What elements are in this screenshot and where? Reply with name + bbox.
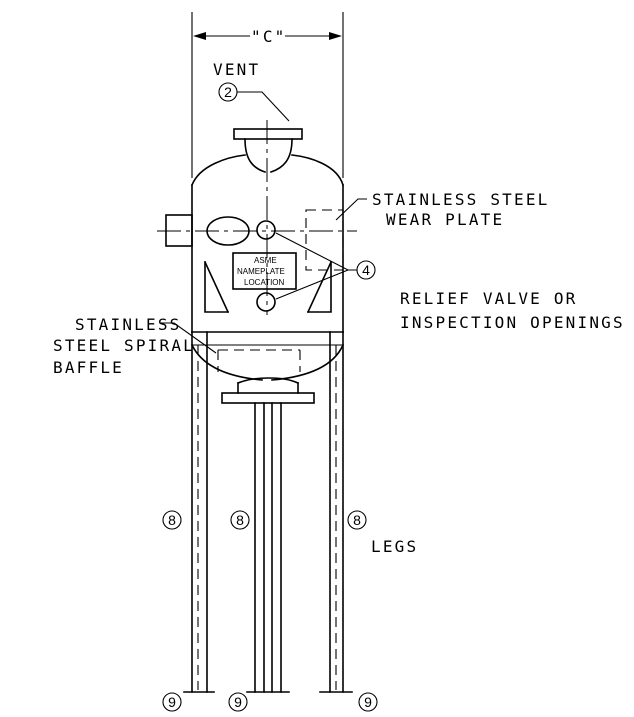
callout-legs-left-number: 8	[168, 512, 176, 528]
lower-opening	[256, 292, 276, 312]
wear-plate-label-1: STAINLESS STEEL	[372, 190, 550, 209]
vent-leader	[237, 91, 290, 122]
callout-legs-left-circle	[162, 510, 182, 530]
center-leg	[246, 402, 290, 693]
nameplate-line-3: LOCATION	[244, 278, 285, 287]
wear-plate-label-2: WEAR PLATE	[386, 210, 504, 229]
vent-nozzle	[233, 128, 303, 174]
callout-feet-left-circle	[162, 692, 182, 712]
callout-feet-right-circle	[358, 692, 378, 712]
right-leg	[319, 331, 353, 693]
wear-plate-leader	[335, 198, 367, 221]
left-leg	[183, 331, 215, 693]
baffle-leader	[161, 322, 217, 354]
callout-feet-right-number: 9	[364, 694, 372, 710]
callout-feet-center-circle	[228, 692, 248, 712]
callout-legs-center-number: 8	[236, 512, 244, 528]
nameplate-line-2: NAMEPLATE	[237, 267, 285, 276]
dimension-c: "C"	[191, 12, 344, 178]
nameplate-line-1: ASME	[254, 256, 277, 265]
baffle-label-1: STAINLESS	[75, 315, 182, 334]
drain-nozzle	[221, 377, 315, 404]
callout-vent-number: 2	[224, 84, 232, 100]
relief-label-2: INSPECTION OPENINGS	[400, 313, 625, 332]
spiral-baffle	[217, 349, 301, 372]
callout-legs-center-circle	[230, 510, 250, 530]
nameplate: ASME NAMEPLATE LOCATION	[232, 252, 297, 290]
callout-legs-right-number: 8	[353, 512, 361, 528]
top-head	[190, 154, 344, 187]
dimension-c-label: "C"	[251, 27, 287, 46]
openings-leader-lower	[275, 269, 349, 300]
callout-feet-center-number: 9	[234, 694, 242, 710]
wear-plate	[305, 209, 344, 271]
vent-label: VENT	[213, 60, 260, 79]
baffle-label-2: STEEL SPIRAL	[53, 336, 195, 355]
relief-label-1: RELIEF VALVE OR	[400, 289, 578, 308]
legs-label: LEGS	[371, 537, 418, 556]
callout-openings-number: 4	[362, 262, 370, 278]
baffle-label-3: BAFFLE	[53, 358, 124, 377]
openings-leader-upper	[275, 232, 357, 271]
callout-legs-right-circle	[347, 510, 367, 530]
gussets	[203, 260, 333, 314]
callout-feet-left-number: 9	[168, 694, 176, 710]
upper-opening	[256, 220, 276, 240]
inlet-nozzle	[165, 214, 250, 247]
